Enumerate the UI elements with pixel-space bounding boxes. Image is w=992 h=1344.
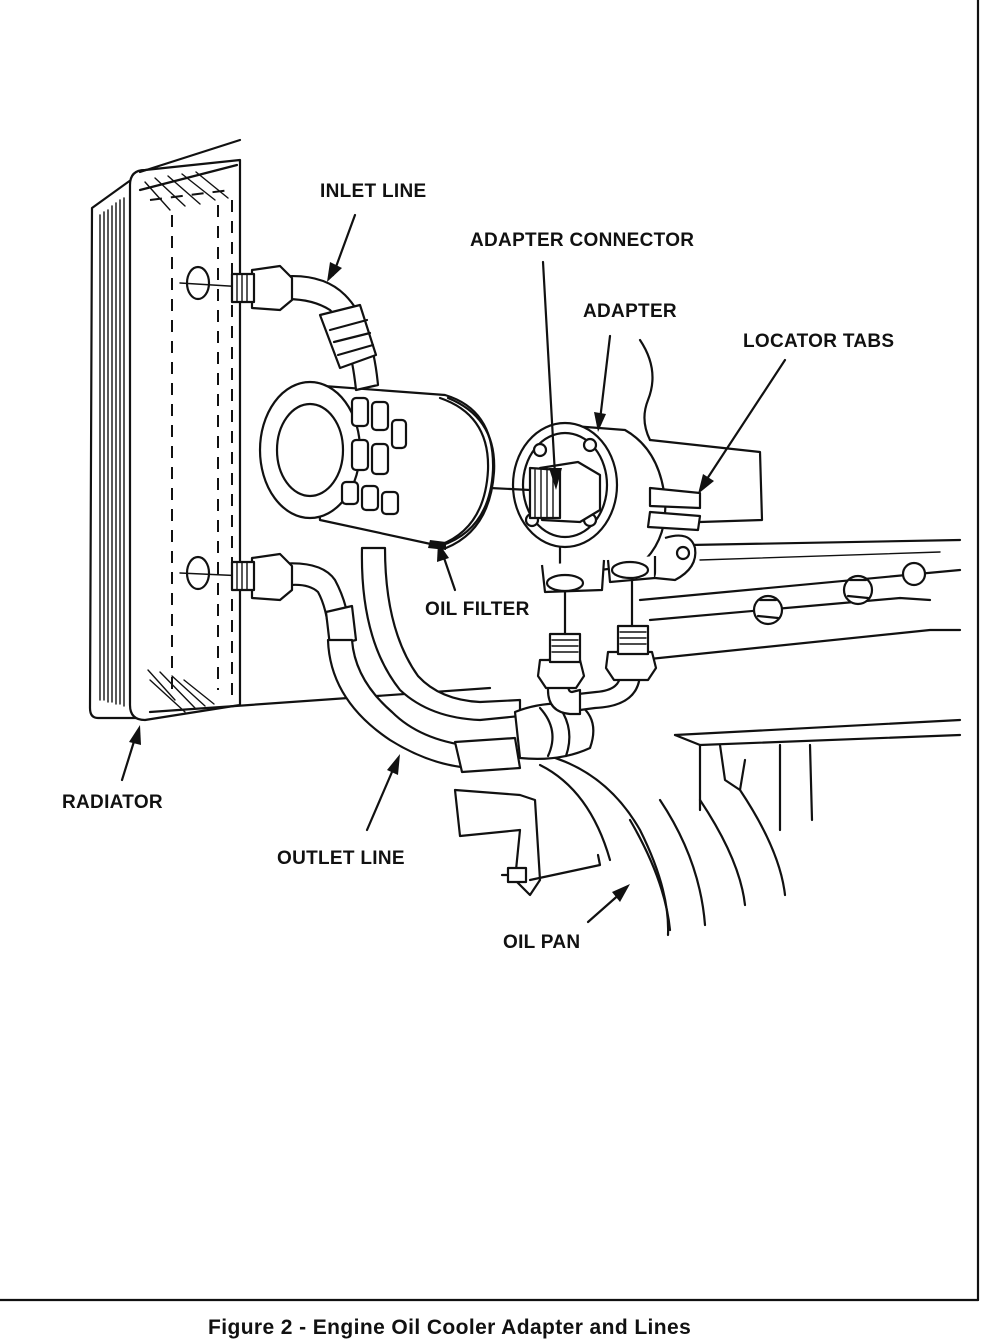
radiator [88,138,492,722]
label-adapter: ADAPTER [583,301,677,322]
label-adapter-connector: ADAPTER CONNECTOR [470,230,694,251]
engine-block [638,338,962,832]
figure-caption: Figure 2 - Engine Oil Cooler Adapter and… [208,1316,691,1339]
label-inlet-line: INLET LINE [320,181,426,202]
oil-filter [258,380,496,550]
inlet-line [230,264,380,392]
outlet-line [230,546,658,774]
label-locator-tabs: LOCATOR TABS [743,331,894,352]
label-oil-pan: OIL PAN [503,932,580,953]
oil-pan [453,748,787,937]
label-radiator: RADIATOR [62,792,163,813]
adapter-connector [488,460,602,524]
page-frame [0,0,980,1302]
label-outlet-line: OUTLET LINE [277,848,405,869]
label-oil-filter: OIL FILTER [425,599,530,620]
leader-arrows [120,213,787,924]
